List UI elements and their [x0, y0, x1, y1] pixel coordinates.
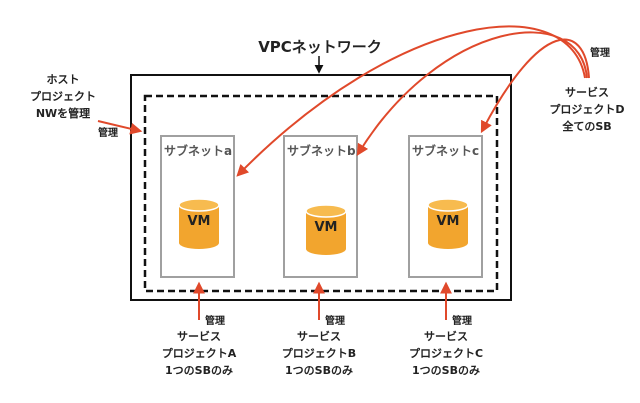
project-b-manage-label: 管理 [325, 316, 345, 327]
service-project-b-label: サービス プロジェクトB 1つのSBのみ [269, 328, 369, 379]
project-c-line-1: サービス [424, 330, 468, 343]
host-project-label: ホスト プロジェクト NWを管理 [18, 71, 108, 122]
project-d-manage-label: 管理 [590, 48, 610, 59]
project-a-line-1: サービス [177, 330, 221, 343]
service-project-a-label: サービス プロジェクトA 1つのSBのみ [149, 328, 249, 379]
host-manage-arrow [97, 120, 143, 135]
vm-b-label: VM [314, 220, 338, 235]
host-manage-label: 管理 [98, 128, 118, 139]
subnet-b-label: サブネットb [287, 144, 356, 158]
project-d-line-3: 全てのSB [562, 120, 612, 133]
project-d-arrow-to-subnet-a [236, 25, 586, 177]
vpc-network-title: VPCネットワーク [258, 38, 382, 56]
project-d-arrow-to-subnet-b [356, 31, 588, 157]
project-b-line-2: プロジェクトB [281, 347, 357, 360]
vm-c-label: VM [436, 214, 460, 229]
vm-a-label: VM [187, 214, 211, 229]
service-project-d-label: サービス プロジェクトD 全てのSB [537, 84, 637, 135]
subnet-c-label: サブネットc [412, 144, 480, 158]
project-d-line-1: サービス [565, 86, 609, 99]
project-c-line-3: 1つのSBのみ [412, 364, 480, 377]
vm-cylinder-a [178, 198, 220, 249]
project-d-arrow-to-subnet-c [480, 38, 590, 134]
project-c-manage-label: 管理 [452, 316, 472, 327]
project-a-line-2: プロジェクトA [161, 347, 237, 360]
project-d-line-2: プロジェクトD [549, 103, 625, 116]
project-a-manage-label: 管理 [205, 316, 225, 327]
subnet-a-label: サブネットa [164, 144, 233, 158]
project-b-line-1: サービス [297, 330, 341, 343]
host-project-line-2: プロジェクト [30, 90, 96, 103]
vm-cylinder-b [305, 204, 347, 255]
vm-cylinder-c [427, 198, 469, 249]
host-project-dashed-area [143, 94, 499, 293]
project-b-line-3: 1つのSBのみ [285, 364, 353, 377]
host-project-line-3: NWを管理 [35, 107, 91, 120]
host-project-line-1: ホスト [46, 73, 80, 86]
service-project-c-label: サービス プロジェクトC 1つのSBのみ [396, 328, 496, 379]
project-c-line-2: プロジェクトC [408, 347, 484, 360]
project-a-line-3: 1つのSBのみ [165, 364, 233, 377]
vpc-network-box [130, 74, 512, 301]
